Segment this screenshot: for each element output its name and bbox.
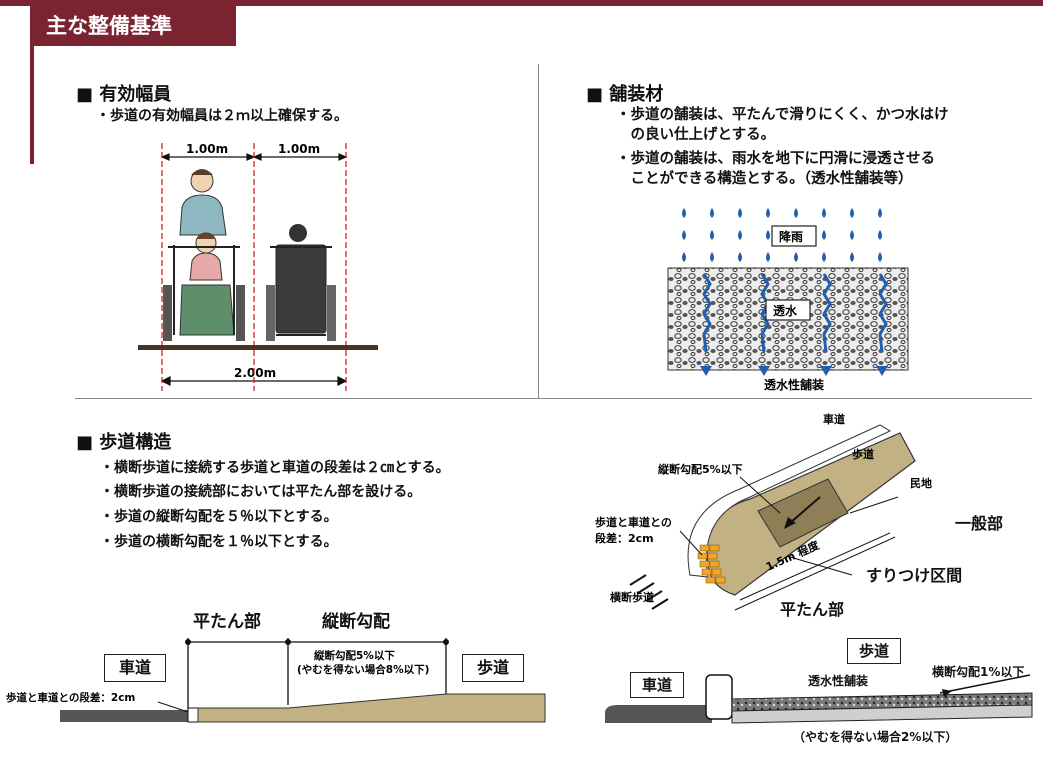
step-label: 歩道と車道との段差：2cm (6, 691, 135, 704)
paving-bullet-3: ・歩道の舗装は、雨水を地下に円滑に浸透させる (616, 151, 935, 167)
xsec-road-label: 車道 (630, 672, 684, 698)
paving-bullet-1: ・歩道の舗装は、平たんで滑りにくく、かつ水はけ (616, 107, 949, 123)
paving-bullet-2: の良い仕上げとする。 (616, 127, 776, 143)
profile-diagram: 縦断勾配5%以下 (やむを得ない場合8%以下) 歩道と車道との段差：2cm (6, 638, 546, 723)
width-bullet: ・歩道の有効幅員は２ｍ以上確保する。 (96, 108, 348, 124)
xsec-paving-label: 透水性舗装 (808, 674, 869, 688)
dim-right-label: 1.00m (278, 142, 320, 156)
structure-bullet-4: ・歩道の横断勾配を１％以下とする。 (100, 534, 338, 550)
paving-caption: 透水性舗装 (764, 377, 824, 392)
paving-bullet-4: ことができる構造とする。（透水性舗装等） (616, 171, 913, 187)
xsec-cross-slope-label: 横断勾配1%以下 (932, 665, 1025, 679)
cross-section-diagram (605, 674, 1033, 724)
top-bar (0, 0, 1043, 6)
persp-step-label-2: 段差：2cm (595, 531, 654, 545)
slope-section-label: 縦断勾配 (322, 612, 390, 632)
persp-general-label: 一般部 (955, 514, 1004, 533)
persp-road-label: 車道 (823, 412, 845, 426)
xsec-note: （やむを得ない場合2%以下） (793, 730, 958, 744)
persp-private-land-label: 民地 (910, 476, 932, 490)
structure-bullet-1: ・横断歩道に接続する歩道と車道の段差は２㎝とする。 (100, 460, 450, 476)
width-diagram: 1.00m 1.00m 2.00m (138, 142, 378, 391)
persp-transition-label: すりつけ区間 (866, 566, 963, 585)
slope-note-1: 縦断勾配5%以下 (314, 649, 395, 662)
dim-total-label: 2.00m (234, 366, 276, 380)
xsec-sidewalk-label: 歩道 (847, 638, 901, 664)
persp-sidewalk-label: 歩道 (852, 447, 874, 461)
flat-section-label: 平たん部 (193, 612, 261, 632)
slope-note-2: (やむを得ない場合8%以下) (297, 663, 429, 676)
perspective-diagram: 車道 歩道 民地 縦断勾配5%以下 歩道と車道との 段差：2cm 1.5m 程度… (595, 412, 932, 611)
permeate-label: 透水 (773, 303, 798, 318)
horizontal-divider (75, 398, 1032, 399)
width-section-title: ■ 有効幅員 (76, 84, 172, 105)
dim-left-label: 1.00m (186, 142, 228, 156)
rain-label: 降雨 (779, 229, 803, 244)
persp-flat-label: 平たん部 (780, 600, 845, 619)
paving-section-title: ■ 舗装材 (586, 84, 664, 105)
vertical-divider (538, 64, 539, 398)
left-accent-line (30, 46, 34, 164)
persp-crosswalk-label: 横断歩道 (610, 590, 654, 604)
banner-title: 主な整備基準 (30, 6, 236, 46)
persp-step-label-1: 歩道と車道との (595, 515, 672, 529)
persp-slope-label: 縦断勾配5%以下 (658, 462, 743, 476)
structure-bullet-3: ・歩道の縦断勾配を５％以下とする。 (100, 509, 338, 525)
profile-sidewalk-label: 歩道 (462, 654, 524, 682)
profile-road-label: 車道 (104, 654, 166, 682)
structure-section-title: ■ 歩道構造 (76, 432, 172, 453)
permeable-paving-diagram: 降雨 透水 透水性舗装 (667, 208, 909, 392)
structure-bullet-2: ・横断歩道の接続部においては平たん部を設ける。 (100, 484, 422, 500)
